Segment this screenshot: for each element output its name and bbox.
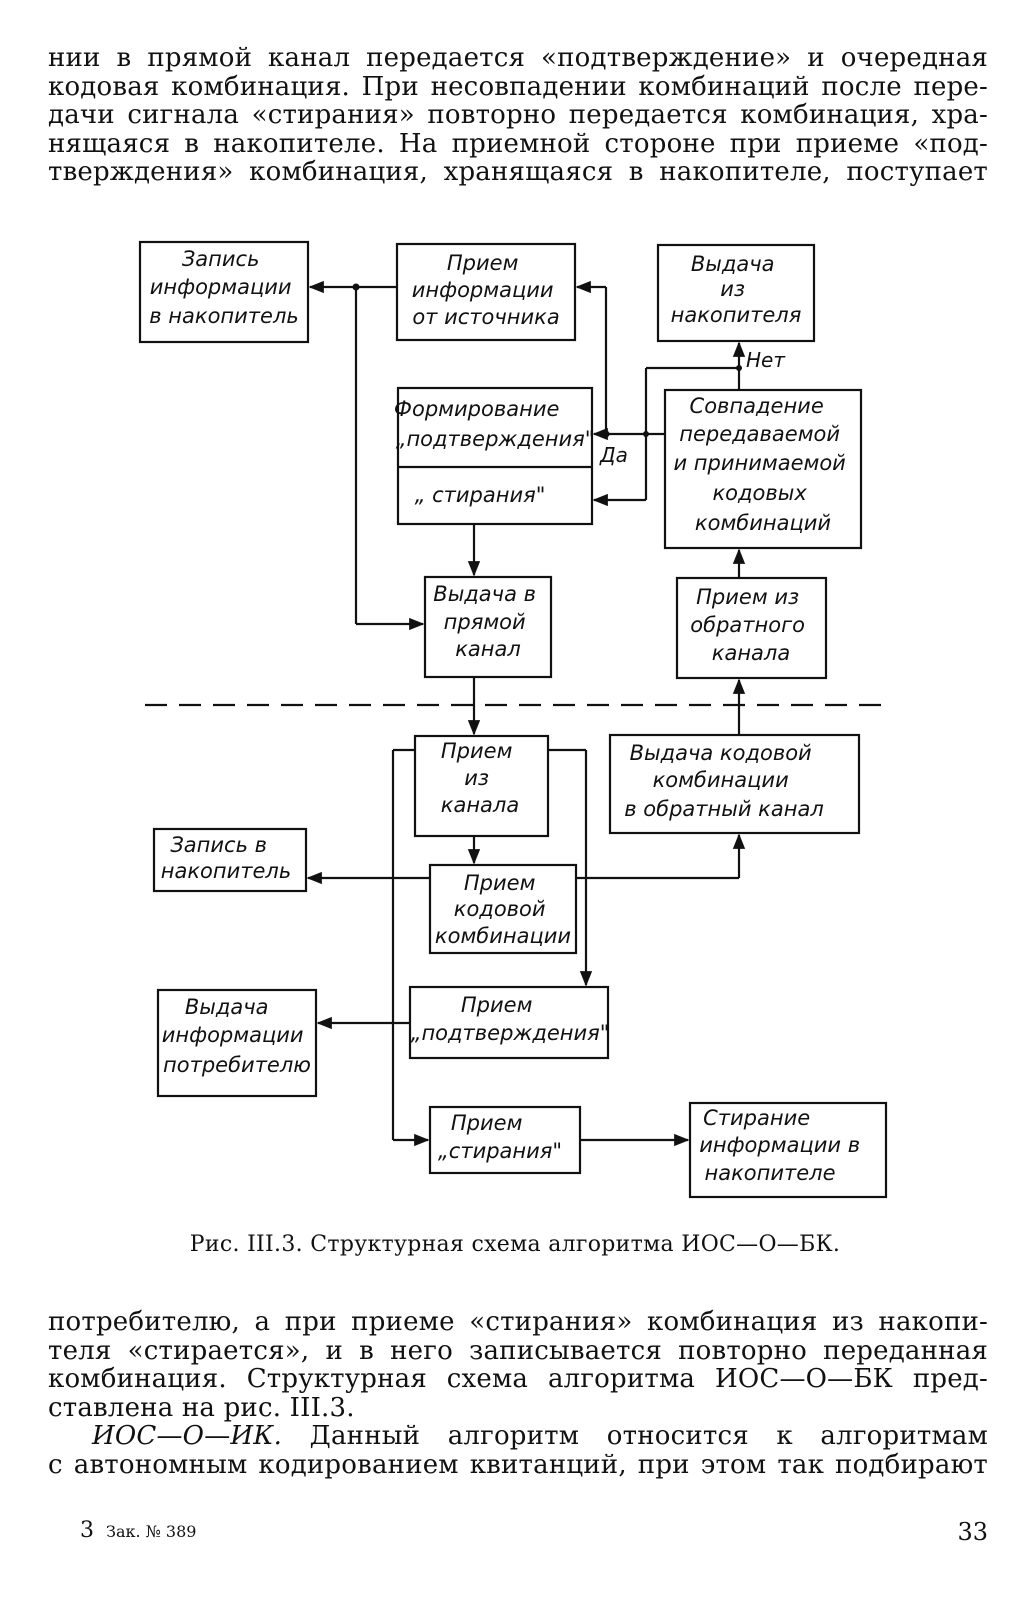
svg-text:Прием кодовой комбинац: Прием кодовой комбинации [435,871,571,948]
write-storage2-line: Запись в [170,833,267,857]
box-output-consumer [156,988,318,1098]
text-line: ИОС—О—ИК. Данный алгоритм относится к ал… [48,1422,988,1451]
receive-channel-line: Прием [441,739,513,763]
box-erase-storage [688,1101,888,1199]
box-write-storage2 [152,827,308,893]
receive-code-line: комбинации [435,924,571,948]
svg-text:Прием „стирания": Прием „стирания" [438,1111,562,1163]
receive-code-line: Прием [464,871,536,895]
box-form-confirm [396,386,594,526]
svg-text:Прием из обратного кан: Прием из обратного канала [690,585,811,665]
output-code-back-line: комбинации [653,768,789,792]
write-storage2-line: накопитель [161,859,291,883]
output-storage-line: из [720,277,745,301]
form-confirm-line: Формирование [394,397,559,421]
svg-text:Прием из канала: Прием из канала [441,739,519,817]
svg-text:Выдача в прямой канал: Выдача в прямой канал [433,582,542,661]
match-line: комбинаций [695,511,831,535]
output-consumer-line: информации [162,1023,304,1047]
section-title: ИОС—О—ИК. [92,1421,283,1451]
top-paragraph: нии в прямой канал передается «подтвержд… [48,44,988,187]
output-storage-line: Выдача [691,252,775,276]
box-receive-channel [413,734,550,838]
output-forward-line: канал [455,637,521,661]
output-forward-line: Выдача в [433,582,536,606]
match-line: Совпадение [690,394,824,418]
receive-back-line: обратного [690,613,805,637]
page-number: 33 [957,1518,988,1546]
svg-text:Совпадение передаваемой: Совпадение передаваемой и принимаемой ко… [673,394,852,535]
erase-storage-line: информации в [699,1133,860,1157]
receive-back-line: канала [712,641,790,665]
form-erase-label: „ стирания" [415,483,546,507]
svg-text:Выдача кодовой комбинации: Выдача кодовой комбинации в обратный кан… [624,741,824,821]
svg-text:Выдача информации потр: Выдача информации потребителю [162,995,311,1077]
svg-text:Прием информации от ис: Прием информации от источника [412,251,561,329]
svg-text:Запись в накопитель: Запись в накопитель [161,833,291,883]
receive-source-line: информации [412,278,554,302]
erase-storage-line: накопителе [704,1161,835,1185]
receive-erase-line: Прием [451,1111,523,1135]
signature-number: 3 [80,1518,94,1543]
output-storage-line: накопителя [671,303,802,327]
receive-confirm-line: Прием [461,993,533,1017]
match-line: кодовых [713,481,808,505]
svg-text:Формирование „подтверждени: Формирование „подтверждения" [394,397,595,451]
form-confirm-line: „подтверждения" [396,427,595,451]
receive-back-line: Прием из [696,585,799,609]
label-no: Нет [746,348,786,372]
text-line: дачи сигнала «стирания» повторно передае… [48,100,988,130]
bottom-paragraph: потребителю, а при приеме «стирания» ком… [48,1308,988,1479]
erase-storage-line: Стирание [703,1106,810,1130]
box-output-storage [656,243,816,343]
figure-caption: Рис. III.3. Структурная схема алгоритма … [189,1232,841,1257]
receive-confirm-line: „подтверждения" [411,1021,610,1045]
flowchart-diagram: Запись информации в накопитель Прием инф… [138,240,890,1199]
receive-channel-line: из [464,766,489,790]
box-receive-source [395,242,577,342]
receive-source-line: от источника [412,305,559,329]
svg-text:Прием „подтверждения": Прием „подтверждения" [411,993,610,1045]
text-line: с автономным кодированием квитанций, при… [48,1449,988,1480]
label-yes: Да [599,443,628,467]
write-storage-line: Запись [182,247,260,271]
receive-erase-line: „стирания" [438,1139,562,1163]
text-line: нящаяся в накопителе. На приемной сторон… [48,128,988,159]
receive-channel-line: канала [441,793,519,817]
output-code-back-line: в обратный канал [624,797,824,821]
write-storage-line: информации [150,275,292,299]
svg-text:Выдача из накопителя: Выдача из накопителя [671,252,802,327]
box-receive-back [675,576,828,680]
output-consumer-line: потребителю [163,1053,311,1077]
section-text: Данный алгоритм относится к алгоритмам [282,1421,988,1451]
box-output-code-back [608,733,861,835]
receive-source-line: Прием [447,251,519,275]
box-write-storage [138,240,310,344]
output-code-back-line: Выдача кодовой [630,741,812,765]
svg-text:Запись информации в на: Запись информации в накопитель [149,247,299,328]
text-line: тверждения» комбинация, хранящаяся в нак… [48,157,988,187]
text-line: нии в прямой канал передается «подтвержд… [48,43,988,73]
svg-text:Стирание информации в: Стирание информации в накопителе [699,1106,867,1185]
text-line: ставлена на рис. III.3. [48,1392,355,1423]
text-line: теля «стирается», и в него записывается … [48,1335,988,1366]
order-number: Зак. № 389 [106,1522,197,1541]
box-match [663,388,863,550]
output-forward-line: прямой [444,610,526,634]
match-line: передаваемой [679,422,840,446]
output-consumer-line: Выдача [185,995,269,1019]
text-line: потребителю, а при приеме «стирания» ком… [48,1307,988,1337]
text-line: комбинация. Структурная схема алгоритма … [48,1364,988,1394]
text-line: кодовая комбинация. При несовпадении ком… [48,71,988,102]
box-output-forward [423,575,553,679]
write-storage-line: в накопитель [149,304,299,328]
receive-code-line: кодовой [454,897,546,921]
footer-signature: 3 Зак. № 389 [80,1518,196,1543]
box-receive-code [428,863,578,955]
match-line: и принимаемой [673,451,845,475]
